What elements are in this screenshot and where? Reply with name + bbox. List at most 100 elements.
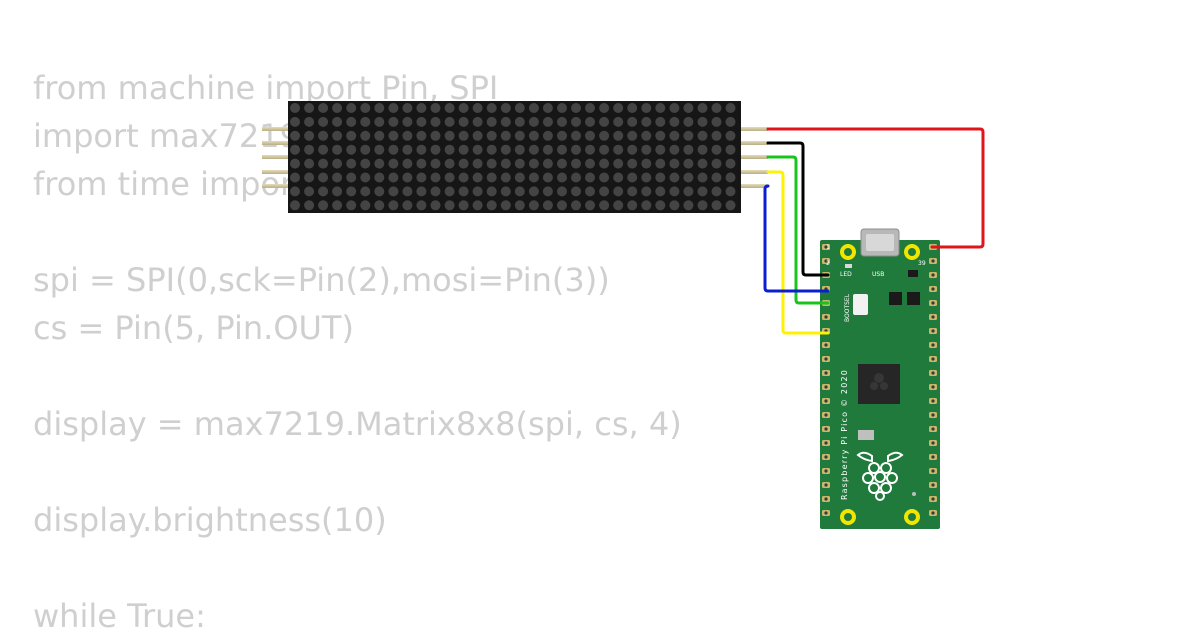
mounting-holes [840,244,920,525]
led-dot [500,200,511,211]
led-dot [458,158,469,169]
led-dot [388,172,399,183]
code-line: while True: [33,597,206,635]
wire-gnd-black[interactable] [766,141,830,277]
led-dot [711,200,722,211]
led-dot [627,158,638,169]
led-dot [360,144,371,155]
led-dot [571,103,581,113]
wire-clk-blue[interactable] [763,184,830,293]
led-dot [430,186,441,197]
gpio-hole [824,469,828,473]
led-dot [711,172,722,183]
led-dot [725,130,736,141]
led-dot [599,130,610,141]
right-header-pin [740,155,768,159]
led-dot [571,200,581,211]
gpio-hole [931,301,935,305]
led-dot [458,172,469,183]
led-dot [388,186,399,197]
led-dot [585,130,595,141]
led-dot [514,116,525,127]
led-dot [346,103,357,113]
wire-cs-yellow[interactable] [766,170,830,335]
max7219-led-matrix-module[interactable] [262,101,768,213]
led-dot [725,186,736,197]
led-dot [669,186,680,197]
led-dot [711,186,722,197]
led-dot [542,130,553,141]
left-header-pin [262,127,290,131]
raspberry-pi-pico-board[interactable]: LED USB 1 2 39 BOOTSEL [820,228,940,529]
gpio-hole [824,357,828,361]
led-dot [528,144,539,155]
led-dot [402,186,413,197]
led-dot [725,116,736,127]
board-label: Raspberry Pi Pico © 2020 [840,369,849,500]
led-dot [472,103,483,113]
led-dot [514,103,525,113]
led-dot [388,144,399,155]
gpio-hole [824,259,828,263]
led-dot [290,103,300,113]
led-dot [346,116,357,127]
led-dot [641,186,652,197]
wire-din-green[interactable] [766,155,830,305]
pin-2-label: 2 [826,260,830,267]
led-dot [627,130,638,141]
led-dot [290,116,300,127]
left-header-pin [262,141,290,145]
led-dot [458,116,469,127]
wire-vcc-red[interactable] [766,127,985,249]
led-dot [374,172,385,183]
matrix-led-dots [290,103,736,211]
led-dot [486,186,497,197]
led-dot [416,144,427,155]
led-dot [346,172,357,183]
led-dot [571,144,581,155]
led-dot [613,103,624,113]
led-dot [458,130,469,141]
led-dot [430,172,441,183]
led-dot [542,186,553,197]
led-dot [304,186,315,197]
led-dot [346,186,357,197]
led-dot [500,130,511,141]
led-dot [374,200,385,211]
led-dot [430,130,441,141]
led-dot [304,144,315,155]
led-dot [430,116,441,127]
matrix-left-header-pins [262,127,290,188]
bootsel-button[interactable] [853,294,868,315]
led-dot [416,172,427,183]
led-dot [683,144,694,155]
led-dot [416,158,427,169]
gpio-hole [931,441,935,445]
led-dot [486,103,497,113]
gpio-hole [931,483,935,487]
led-dot [557,158,567,169]
gpio-hole [824,315,828,319]
led-dot [528,158,539,169]
gpio-hole [824,483,828,487]
gpio-hole [931,427,935,431]
led-dot [542,200,553,211]
led-dot [585,116,595,127]
led-dot [725,172,736,183]
led-dot [290,172,300,183]
gpio-hole [931,371,935,375]
code-line: cs = Pin(5, Pin.OUT) [33,309,354,347]
code-line: display = max7219.Matrix8x8(spi, cs, 4) [33,405,682,443]
led-dot [599,144,610,155]
led-dot [486,158,497,169]
led-dot [304,158,315,169]
led-dot [683,130,694,141]
led-dot [402,130,413,141]
led-dot [416,116,427,127]
pin-39-label: 39 [918,260,926,267]
led-dot [542,158,553,169]
led-dot [360,158,371,169]
left-header-pin [262,184,290,188]
led-dot [613,144,624,155]
led-dot [571,186,581,197]
